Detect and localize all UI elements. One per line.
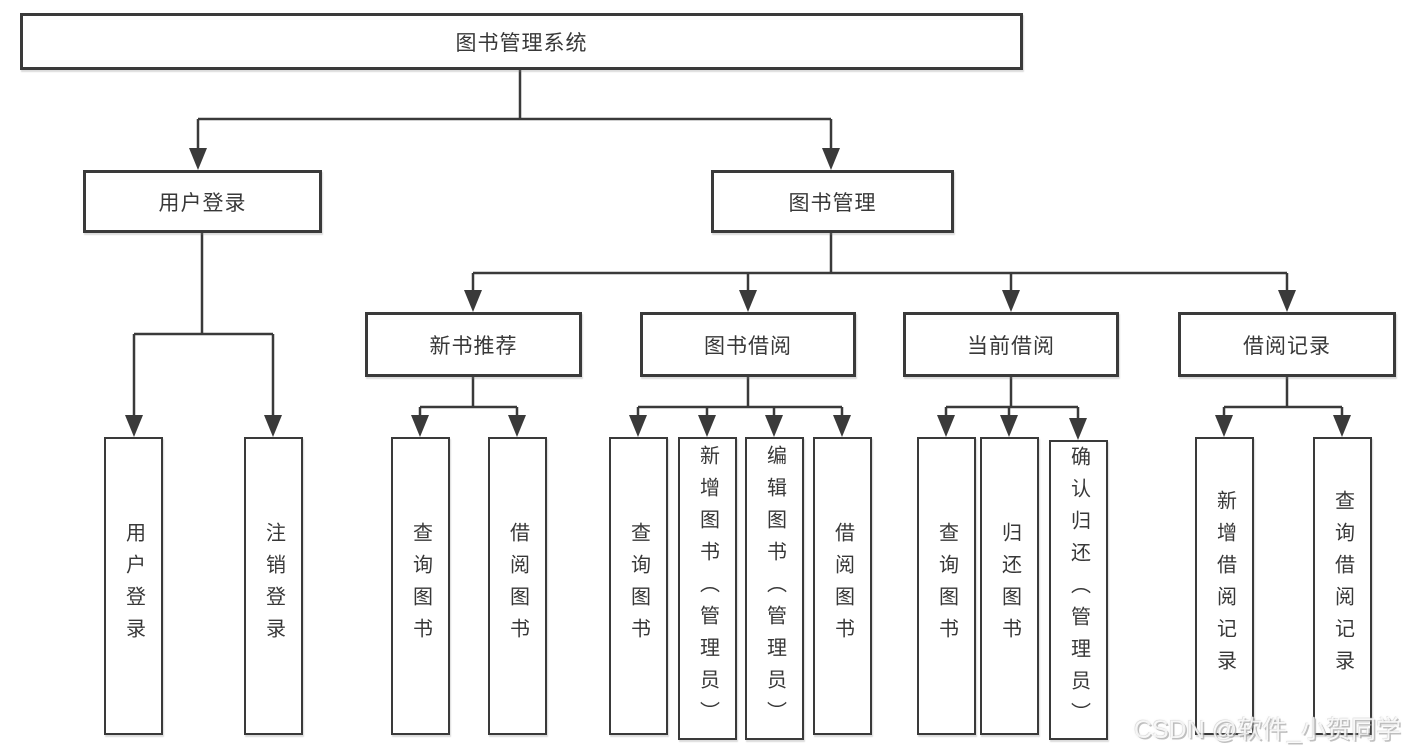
watermark: CSDN @软件_小贺同学 [1133, 716, 1401, 744]
node-label: 当前借阅 [967, 334, 1055, 358]
arrow-down-icon [411, 415, 429, 437]
node-label: 注销登录 [262, 522, 285, 650]
node-label: 借阅记录 [1243, 334, 1331, 358]
node-label: 确认归还（管理员） [1067, 446, 1090, 734]
arrow-down-icon [833, 415, 851, 437]
node-label: 用户登录 [158, 191, 247, 215]
node-borrowing-records: 借阅记录 [1178, 312, 1396, 377]
arrow-down-icon [1278, 290, 1296, 312]
node-label: 编辑图书（管理员） [763, 444, 786, 733]
leaf-logout: 注销登录 [244, 437, 303, 735]
leaf-user-login: 用户登录 [104, 437, 163, 735]
leaf-confirm-return-admin: 确认归还（管理员） [1049, 440, 1108, 740]
node-label: 借阅图书 [831, 522, 854, 650]
node-label: 归还图书 [998, 522, 1021, 650]
arrowhead-icons [125, 148, 1351, 440]
node-book-borrowing: 图书借阅 [640, 312, 856, 377]
leaf-borrow-books-recommend: 借阅图书 [488, 437, 547, 735]
arrow-down-icon [698, 415, 716, 437]
node-label: 图书管理系统 [455, 31, 588, 55]
arrow-down-icon [937, 415, 955, 437]
leaf-query-books-borrowing: 查询图书 [609, 437, 668, 735]
leaf-return-books: 归还图书 [980, 437, 1039, 735]
arrow-down-icon [1333, 415, 1351, 437]
arrow-down-icon [629, 415, 647, 437]
node-label: 新书推荐 [429, 334, 518, 358]
arrow-down-icon [765, 415, 783, 437]
node-library-management-system: 图书管理系统 [20, 13, 1023, 70]
leaf-borrow-books: 借阅图书 [813, 437, 872, 735]
arrow-down-icon [1002, 290, 1020, 312]
arrow-down-icon [1069, 418, 1087, 440]
leaf-query-books-recommend: 查询图书 [391, 437, 450, 735]
arrow-down-icon [464, 290, 482, 312]
node-label: 图书管理 [788, 191, 877, 215]
arrow-down-icon [739, 290, 757, 312]
node-current-borrowing: 当前借阅 [903, 312, 1119, 377]
node-new-book-recommend: 新书推荐 [365, 312, 582, 377]
leaf-add-borrow-record: 新增借阅记录 [1195, 437, 1254, 735]
node-label: 新增图书（管理员） [696, 444, 719, 733]
node-book-management: 图书管理 [711, 170, 954, 233]
arrow-down-icon [264, 415, 282, 437]
node-label: 查询图书 [627, 522, 650, 650]
arrow-down-icon [822, 148, 840, 170]
arrow-down-icon [125, 415, 143, 437]
node-user-login: 用户登录 [83, 170, 322, 233]
node-label: 图书借阅 [704, 334, 792, 358]
leaf-add-books-admin: 新增图书（管理员） [678, 437, 737, 740]
arrow-down-icon [1215, 415, 1233, 437]
arrow-down-icon [1000, 415, 1018, 437]
node-label: 用户登录 [122, 522, 145, 650]
leaf-query-borrow-record: 查询借阅记录 [1313, 437, 1372, 735]
leaf-query-books-current: 查询图书 [917, 437, 976, 735]
node-label: 查询图书 [409, 522, 432, 650]
node-label: 借阅图书 [506, 522, 529, 650]
leaf-edit-books-admin: 编辑图书（管理员） [745, 437, 804, 740]
arrow-down-icon [508, 415, 526, 437]
arrow-down-icon [189, 148, 207, 170]
node-label: 查询图书 [935, 522, 958, 650]
node-label: 查询借阅记录 [1331, 490, 1354, 682]
node-label: 新增借阅记录 [1213, 490, 1236, 682]
connector-lines [132, 70, 1344, 420]
